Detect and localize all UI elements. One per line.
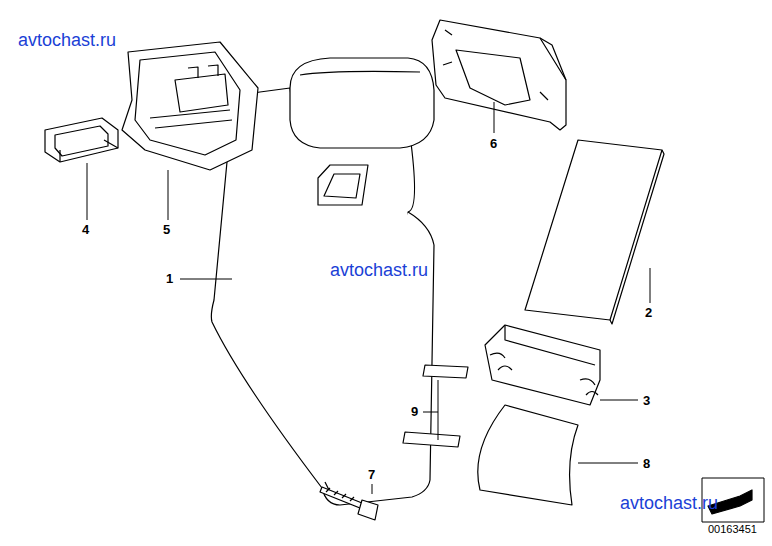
callout-number: 1 xyxy=(166,272,173,285)
diagram-code: 00163451 xyxy=(708,524,757,535)
callout-number: 3 xyxy=(643,394,650,407)
callout-number: 5 xyxy=(163,223,170,236)
watermark: avtochast.ru xyxy=(330,261,428,279)
watermark: avtochast.ru xyxy=(620,494,718,512)
callout-number: 9 xyxy=(411,405,418,418)
callout-number: 2 xyxy=(645,306,652,319)
callout-number: 8 xyxy=(643,457,650,470)
callout-number: 6 xyxy=(490,137,497,150)
callout-number: 4 xyxy=(82,223,89,236)
callout-number: 7 xyxy=(368,468,375,481)
watermark: avtochast.ru xyxy=(18,31,116,49)
